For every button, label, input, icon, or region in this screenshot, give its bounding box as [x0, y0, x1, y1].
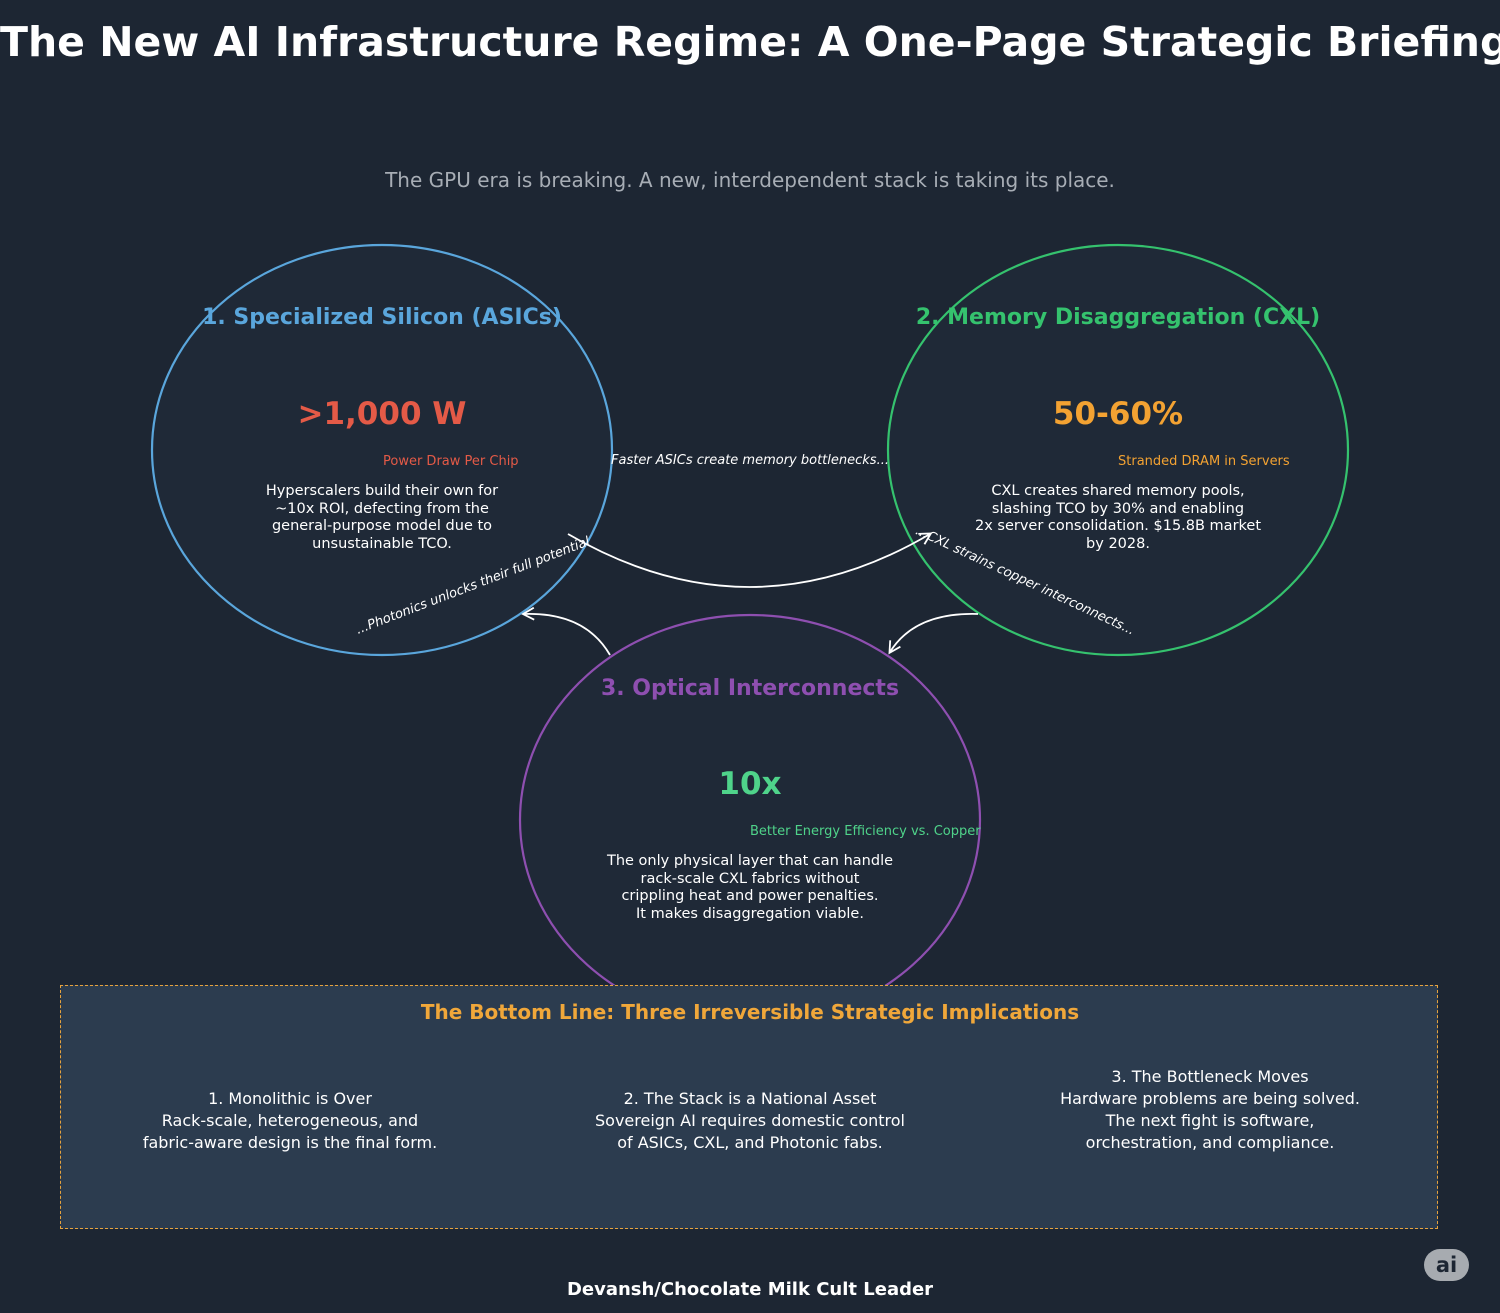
edge-cxl-to-optical-arrow — [888, 613, 979, 655]
desc-line: rack-scale CXL fabrics without — [640, 870, 860, 887]
node-cxl-metric-label: Stranded DRAM in Servers — [1118, 454, 1290, 469]
node-asics-metric: >1,000 W — [297, 396, 467, 432]
ai-badge-icon[interactable]: ai — [1424, 1249, 1469, 1281]
implication-line: 3. The Bottleneck Moves — [1111, 1067, 1309, 1086]
implication-3: 3. The Bottleneck Moves Hardware problem… — [1010, 1066, 1410, 1154]
node-asics-circle — [150, 243, 614, 657]
desc-line: slashing TCO by 30% and enabling — [991, 500, 1245, 517]
implication-1: 1. Monolithic is Over Rack-scale, hetero… — [90, 1088, 490, 1154]
implication-line: 1. Monolithic is Over — [208, 1089, 372, 1108]
desc-line: ~10x ROI, defecting from the — [275, 500, 489, 517]
node-optical-metric: 10x — [718, 766, 782, 802]
edge-asics-to-cxl-arrow — [567, 532, 933, 588]
footer-credit: Devansh/Chocolate Milk Cult Leader — [566, 1279, 934, 1300]
desc-line: It makes disaggregation viable. — [636, 905, 864, 922]
implication-2: 2. The Stack is a National Asset Soverei… — [550, 1088, 950, 1154]
implication-line: Hardware problems are being solved. — [1060, 1089, 1360, 1108]
page-title: The New AI Infrastructure Regime: A One-… — [0, 18, 1500, 66]
implication-line: The next fight is software, — [1105, 1111, 1315, 1130]
bottom-line-title: The Bottom Line: Three Irreversible Stra… — [420, 1000, 1080, 1024]
desc-line: Hyperscalers build their own for — [265, 483, 499, 499]
desc-line: general-purpose model due to — [271, 518, 493, 534]
edge-asics-to-cxl-label: Faster ASICs create memory bottlenecks..… — [611, 453, 889, 468]
page-subtitle: The GPU era is breaking. A new, interdep… — [385, 168, 1115, 192]
node-optical-metric-label: Better Energy Efficiency vs. Copper — [750, 824, 981, 839]
implication-line: orchestration, and compliance. — [1085, 1133, 1335, 1152]
implication-line: Rack-scale, heterogeneous, and — [161, 1111, 419, 1130]
desc-line: The only physical layer that can handle — [606, 853, 894, 869]
node-asics-title: 1. Specialized Silicon (ASICs) — [202, 305, 562, 330]
bottom-line-panel — [60, 985, 1438, 1229]
implication-line: of ASICs, CXL, and Photonic fabs. — [617, 1133, 883, 1152]
node-optical-title: 3. Optical Interconnects — [600, 676, 900, 701]
node-cxl-description: CXL creates shared memory pools, slashin… — [868, 483, 1368, 553]
edge-optical-to-asics-arrow — [521, 606, 611, 656]
implication-line: Sovereign AI requires domestic control — [595, 1111, 905, 1130]
node-cxl-metric: 50-60% — [1052, 396, 1184, 432]
desc-line: crippling heat and power penalties. — [621, 888, 879, 904]
desc-line: unsustainable TCO. — [312, 535, 452, 552]
implication-line: 2. The Stack is a National Asset — [623, 1089, 877, 1108]
implication-line: fabric-aware design is the final form. — [142, 1133, 438, 1152]
desc-line: 2x server consolidation. $15.8B market — [974, 518, 1262, 534]
node-asics-description: Hyperscalers build their own for ~10x RO… — [132, 483, 632, 553]
desc-line: CXL creates shared memory pools, — [991, 483, 1245, 499]
node-asics-metric-label: Power Draw Per Chip — [383, 454, 519, 469]
node-cxl-title: 2. Memory Disaggregation (CXL) — [915, 305, 1321, 330]
desc-line: by 2028. — [1086, 535, 1150, 552]
node-optical-description: The only physical layer that can handle … — [500, 853, 1000, 923]
node-cxl-circle — [886, 243, 1350, 657]
